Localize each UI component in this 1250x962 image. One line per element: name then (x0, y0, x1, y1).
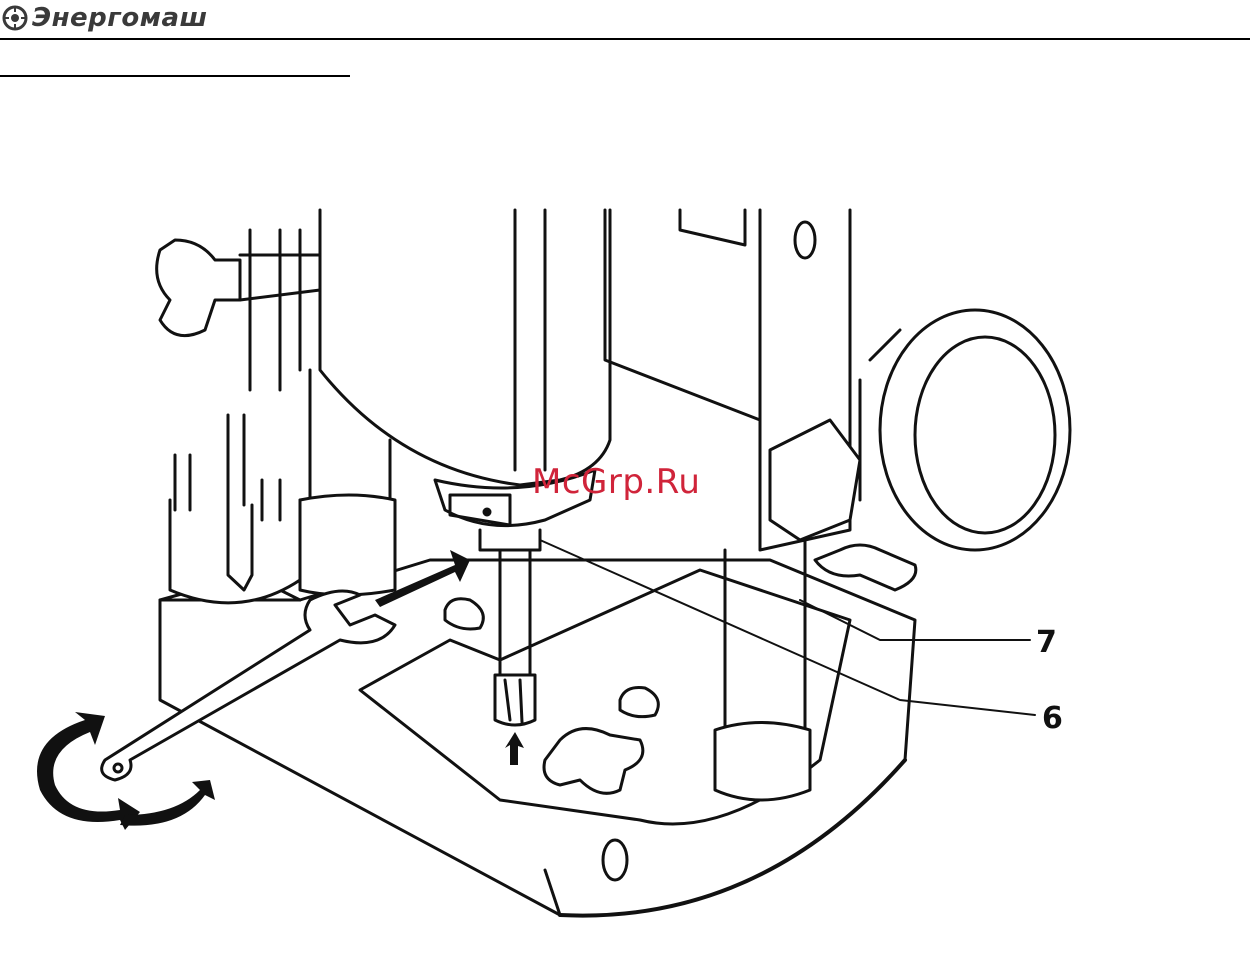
gear-icon (2, 5, 28, 31)
watermark-text: McGrp.Ru (532, 462, 700, 502)
section-rule (0, 75, 350, 77)
callout-6: 6 (1042, 701, 1063, 736)
router-bit-change-illustration (0, 200, 1250, 962)
brand-logo: Энергомаш (2, 2, 208, 34)
callout-7: 7 (1036, 625, 1057, 660)
handle-knob (770, 310, 1070, 550)
depth-stop (170, 415, 300, 603)
logo-text: Энергомаш (32, 3, 208, 33)
header-rule (0, 38, 1250, 40)
clamp-lever (157, 240, 320, 336)
